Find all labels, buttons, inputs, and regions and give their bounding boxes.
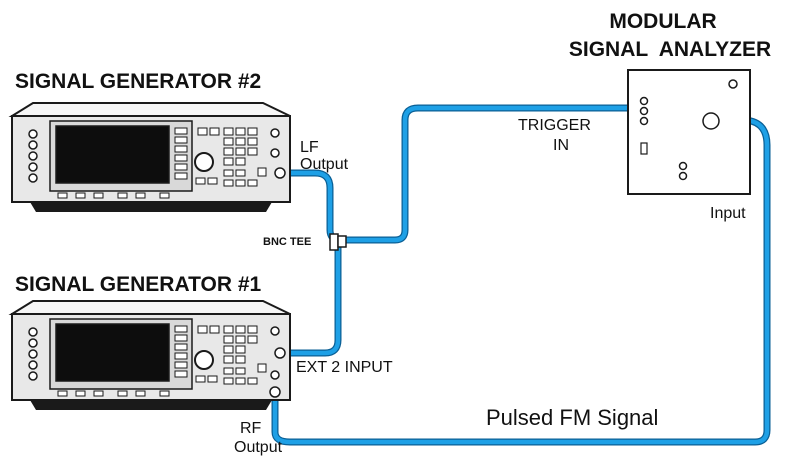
analyzer-port-icon [678,161,688,171]
generator1-rf-output-port[interactable] [269,386,281,398]
generator1-keypad [195,325,267,385]
analyzer-input-label: Input [710,205,746,222]
rf-output-label-line2: Output [234,439,283,456]
generator1-bottom-keys [57,390,170,397]
generator1-left-buttons [28,327,38,381]
analyzer-title-line1: MODULAR [609,10,716,33]
lf-output-label-line2: Output [300,156,349,173]
generator2-top [8,102,291,117]
ext2-input-label: EXT 2 INPUT [296,359,393,376]
lf-output-label-line1: LF [300,139,319,156]
generator1-port-icon [270,326,280,336]
trigger-in-label-line1: TRIGGER [518,117,591,134]
generator1-screen [55,323,170,382]
generator2-lf-output-port[interactable] [274,167,286,179]
generator2-left-buttons [28,129,38,183]
generator2-knob-icon [194,152,214,172]
signal-generator-1: SIGNAL GENERATOR #1 [8,273,393,456]
generator2-port-icon [270,128,280,138]
generator1-knob-icon [194,350,214,370]
analyzer-trigger-in-port[interactable] [639,106,649,116]
analyzer-port-icon [678,171,688,181]
modular-signal-analyzer: MODULAR SIGNAL ANALYZER TRIGGER IN Input [518,10,771,222]
analyzer-input-port[interactable] [702,112,720,130]
analyzer-port-icon [639,116,649,126]
bnc-tee-icon [329,233,339,251]
generator2-port-icon [270,148,280,158]
analyzer-indicator-icon [728,79,738,89]
cables [271,104,771,446]
analyzer-slot-icon [640,142,648,155]
generator1-title: SIGNAL GENERATOR #1 [15,273,262,296]
generator1-port-icon [270,370,280,380]
rf-output-label-line1: RF [240,420,262,437]
analyzer-title-line2: SIGNAL ANALYZER [569,38,771,61]
analyzer-port-icon [639,96,649,106]
signal-generator-2: SIGNAL GENERATOR #2 [8,70,349,212]
generator2-title: SIGNAL GENERATOR #2 [15,70,261,93]
generator2-keypad [195,127,267,187]
generator1-softkeys [174,325,188,378]
generator2-softkeys [174,127,188,180]
analyzer-box [627,69,751,195]
generator1-top [8,300,291,315]
generator1-ext2-input-port[interactable] [274,347,286,359]
trigger-in-label-line2: IN [553,137,569,154]
bnc-tee-label: BNC TEE [263,236,311,248]
bnc-tee: BNC TEE [263,233,347,251]
pulsed-fm-signal-label: Pulsed FM Signal [486,405,658,430]
generator2-bottom-keys [57,192,170,199]
generator2-screen [55,125,170,184]
